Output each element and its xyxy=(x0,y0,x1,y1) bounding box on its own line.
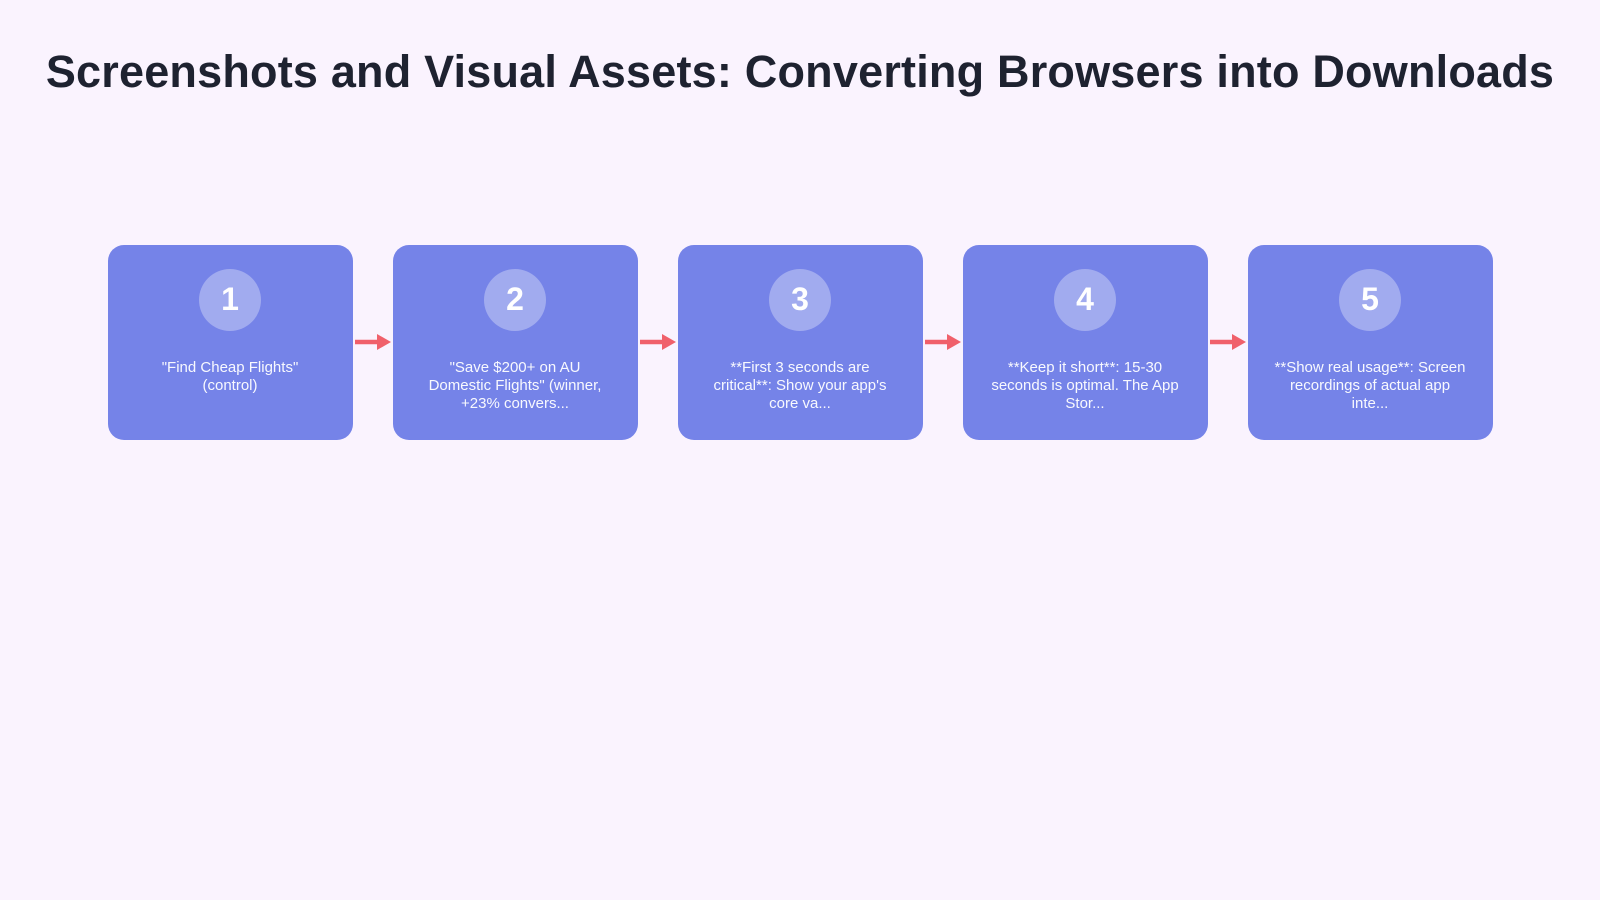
right-arrow-icon xyxy=(1208,332,1248,352)
step-number-badge: 4 xyxy=(1054,268,1116,331)
page-title: Screenshots and Visual Assets: Convertin… xyxy=(45,46,1555,97)
right-arrow-icon xyxy=(353,332,393,352)
step-label: "Find Cheap Flights" (control) xyxy=(161,358,299,395)
step-card-4: 4 **Keep it short**: 15-30 seconds is op… xyxy=(962,244,1208,440)
step-label: **First 3 seconds are critical**: Show y… xyxy=(713,358,887,413)
step-card-5: 5 **Show real usage**: Screen recordings… xyxy=(1247,244,1493,440)
step-number-badge: 1 xyxy=(199,268,261,331)
step-number-badge: 3 xyxy=(769,268,831,331)
step-card-3: 3 **First 3 seconds are critical**: Show… xyxy=(677,244,923,440)
step-number-badge: 2 xyxy=(484,268,546,331)
step-card-1: 1 "Find Cheap Flights" (control) xyxy=(107,244,353,440)
right-arrow-icon xyxy=(638,332,678,352)
step-label: **Keep it short**: 15-30 seconds is opti… xyxy=(991,358,1179,413)
step-label: **Show real usage**: Screen recordings o… xyxy=(1274,358,1466,413)
step-number-badge: 5 xyxy=(1339,268,1401,331)
step-label: "Save $200+ on AU Domestic Flights" (win… xyxy=(428,358,602,413)
flow-diagram: 1 "Find Cheap Flights" (control) 2 "Save… xyxy=(0,244,1600,440)
step-card-2: 2 "Save $200+ on AU Domestic Flights" (w… xyxy=(392,244,638,440)
right-arrow-icon xyxy=(923,332,963,352)
